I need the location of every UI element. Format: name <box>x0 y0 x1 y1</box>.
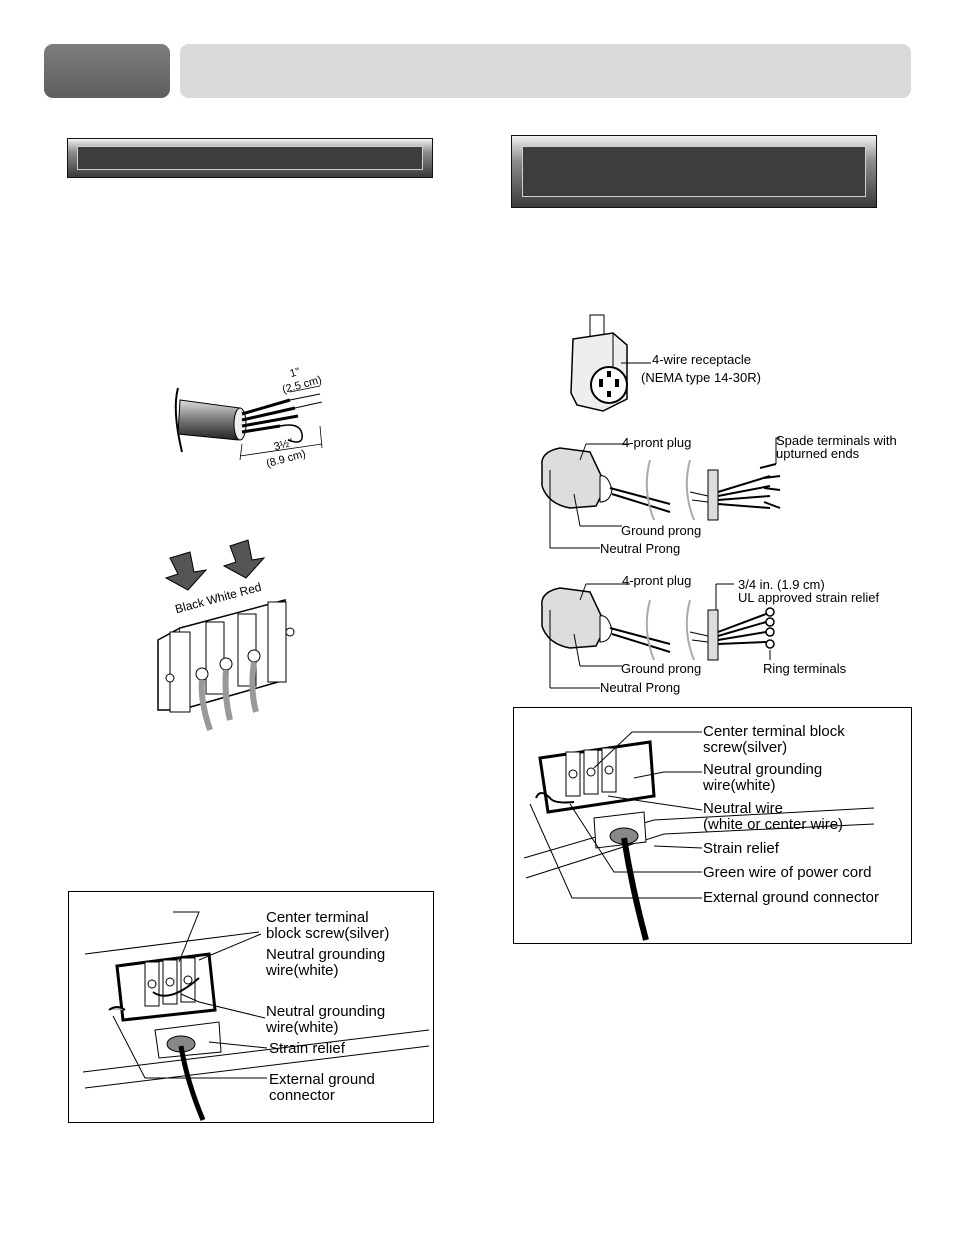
left-center-screw-label-1: Center terminal <box>266 909 369 926</box>
left-neutral-a-label-2: wire(white) <box>266 962 339 979</box>
left-wiring-figure: Center terminal block screw(silver) Neut… <box>68 891 434 1123</box>
left-strain-relief-label: Strain relief <box>269 1040 345 1057</box>
receptacle-label-2: (NEMA type 14-30R) <box>641 370 761 385</box>
ring-relief-label-1: 3/4 in. (1.9 cm) <box>738 577 825 592</box>
right-neutral-wire-label-2: (white or center wire) <box>703 816 844 833</box>
left-title-plate <box>68 139 432 177</box>
right-neutral-wire-label-1: Neutral wire <box>703 800 784 817</box>
right-title-plate <box>512 136 876 207</box>
ring-ground-label: Ground prong <box>621 661 702 676</box>
right-neutral-grounding-label-1: Neutral grounding <box>703 761 823 778</box>
right-neutral-grounding-label-2: wire(white) <box>703 777 776 794</box>
ring-relief-label-2: UL approved strain relief <box>738 590 880 605</box>
receptacle-diagram: 4-wire receptacle (NEMA type 14-30R) <box>565 314 865 415</box>
right-strain-relief-label: Strain relief <box>703 840 779 857</box>
spade-terminals-label-2: upturned ends <box>776 446 860 461</box>
ring-plug-label: 4-pront plug <box>622 573 692 588</box>
right-ext-ground-label: External ground connector <box>703 889 879 906</box>
wire-strip-diagram: 1" (2.5 cm) 3½" (8.9 cm) <box>170 360 370 470</box>
right-center-screw-label-1: Center terminal block <box>703 723 845 740</box>
spade-plug-label: 4-pront plug <box>622 435 692 450</box>
spade-neutral-label: Neutral Prong <box>600 541 681 556</box>
receptacle-label-1: 4-wire receptacle <box>652 352 751 367</box>
spade-ground-label: Ground prong <box>621 523 702 538</box>
left-neutral-b-label-2: wire(white) <box>266 1019 339 1036</box>
ring-neutral-label: Neutral Prong <box>600 680 681 695</box>
spade-plug-diagram: 4-pront plug Ground prong Neutral Prong … <box>530 430 910 560</box>
left-neutral-b-label-1: Neutral grounding <box>266 1003 386 1020</box>
terminal-block-diagram: Black White Red <box>150 539 310 731</box>
left-neutral-a-label-1: Neutral grounding <box>266 946 386 963</box>
left-ext-ground-label-2: connector <box>269 1087 335 1104</box>
right-wiring-figure: Center terminal block screw(silver) Neut… <box>513 707 912 944</box>
right-center-screw-label-2: screw(silver) <box>703 739 788 756</box>
ring-plug-diagram: 4-pront plug Ground prong Neutral Prong … <box>530 570 910 700</box>
section-tab <box>44 44 170 98</box>
ring-terminals-label: Ring terminals <box>763 661 847 676</box>
section-header-bar <box>180 44 911 98</box>
spade-terminals-label-1: Spade terminals with <box>776 433 897 448</box>
left-ext-ground-label-1: External ground <box>269 1071 375 1088</box>
right-green-wire-label: Green wire of power cord <box>703 864 872 881</box>
left-center-screw-label-2: block screw(silver) <box>266 925 390 942</box>
